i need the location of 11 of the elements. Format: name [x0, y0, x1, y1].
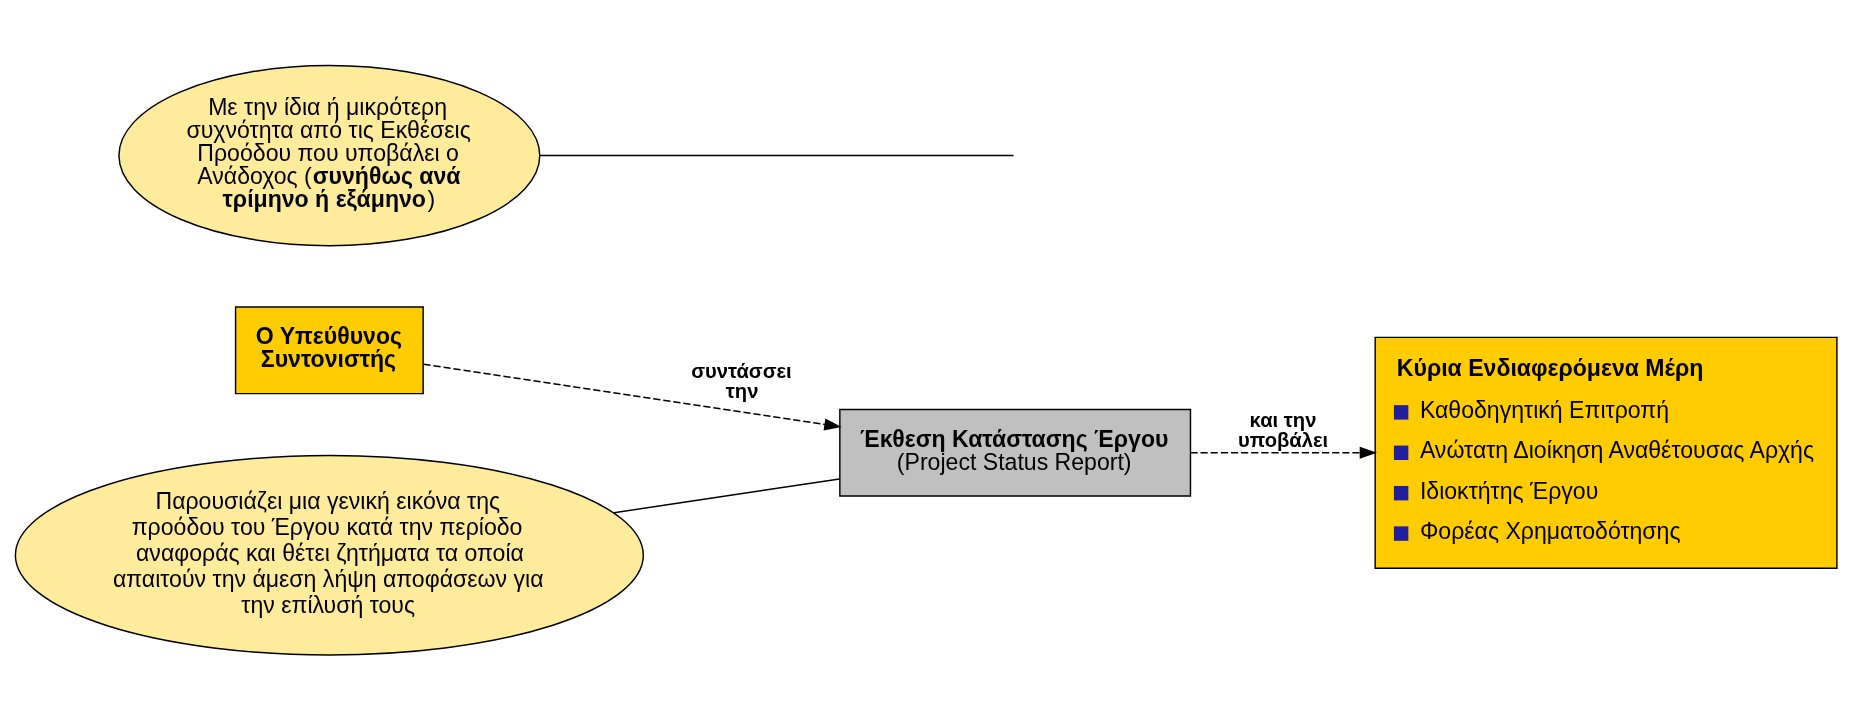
connector	[613, 478, 841, 514]
arrow	[1189, 446, 1377, 459]
node-box: Κύρια Ενδιαφερόμενα Μέρη Καθοδηγητική Επιτροπή Ανώτατη Διοίκηση Αναθέτουσας Αρχής Ιδιοκτήτης Έργου Φορέας Χρηματοδότησης	[1374, 336, 1838, 569]
node-box: Έκθεση Κατάστασης Έργου (Project Status Report)	[839, 408, 1192, 497]
connector	[539, 154, 1015, 157]
arrow	[422, 363, 842, 431]
node-ellipse: Παρουσιάζει μια γενική εικόνα της προόδου του Έργου κατά την περίοδο αναφοράς και θέτει ζητήματα τα οποία απαιτούν την άμεση λήψη αποφάσεων για την επίλυσή τους	[14, 454, 645, 656]
edge-label: συντάσσει την	[691, 360, 792, 403]
node-box: Ο Υπεύθυνος Συντονιστής	[234, 306, 424, 395]
node-ellipse: Με την ίδια ή μικρότερη συχνότητα από τις Εκθέσεις Προόδου που υποβάλει ο Ανάδοχος (συνήθως ανά τρίμηνο ή εξάμηνο)	[118, 64, 541, 247]
edge-label: και την υποβάλει	[1238, 409, 1329, 452]
